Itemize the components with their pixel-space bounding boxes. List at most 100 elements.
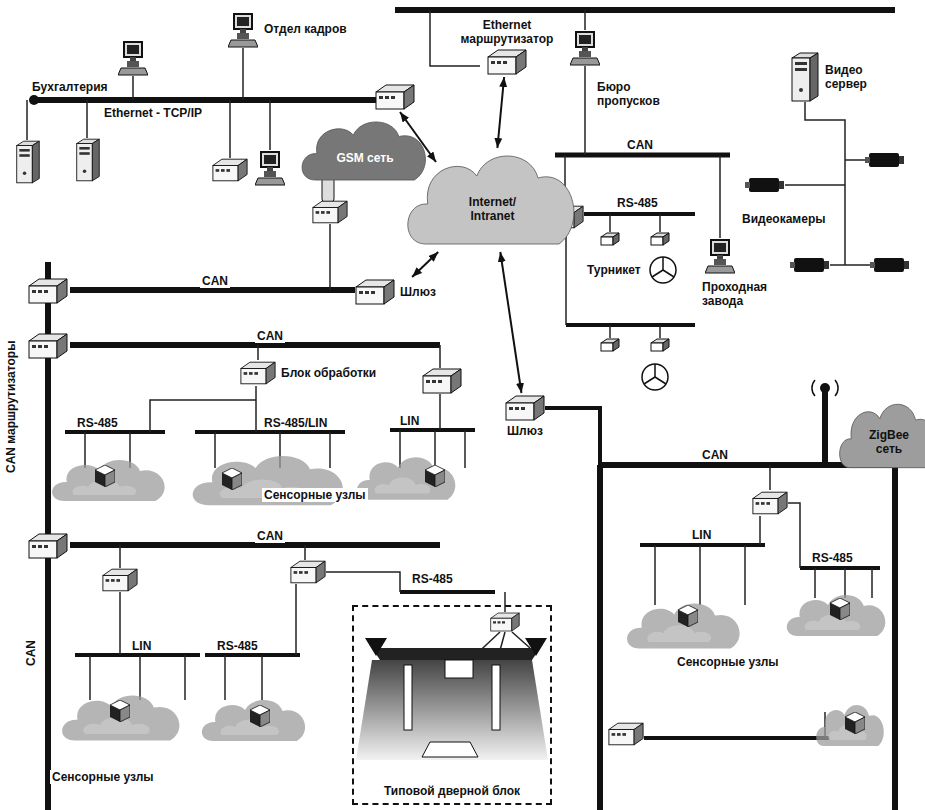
diagram-graphic: [822, 392, 828, 465]
diagram-graphic: [699, 545, 701, 605]
diagram-graphic: [845, 264, 870, 266]
diagram-graphic: [304, 545, 306, 560]
processing-unit-icon: [240, 360, 276, 386]
diagram-graphic: [195, 430, 345, 434]
diagram-graphic: [329, 224, 331, 290]
wires: [27, 10, 872, 738]
diagram-graphic: [228, 14, 258, 47]
diagram-graphic: [242, 48, 244, 100]
diagram-graphic: [77, 139, 100, 181]
diagram-graphic: [222, 468, 242, 490]
node-text: ZigBee сеть: [864, 428, 914, 456]
diagram-graphic: [871, 568, 873, 598]
diagram-graphic: [654, 545, 656, 605]
node-text: Шлюз: [398, 285, 438, 299]
bus-end: [29, 95, 39, 105]
diagram-graphic: [820, 383, 830, 393]
diagram-graphic: [29, 334, 67, 358]
diagram-graphic: [814, 568, 816, 598]
diagram-graphic: [250, 705, 270, 727]
ethernet-router-icon-shape: [488, 50, 526, 74]
diagram-graphic: [213, 159, 247, 181]
diagram-graphic: [678, 605, 698, 627]
diagram-graphic: [640, 543, 765, 547]
zigbee-cloud-outline: [840, 404, 925, 467]
diagram-graphic: [830, 264, 845, 266]
bus-label: Турникет: [585, 263, 643, 277]
bus-label: RS-485: [615, 196, 660, 210]
node-text: Видео сервер: [823, 63, 885, 91]
bus-label: LIN: [690, 528, 713, 542]
diagram-graphic: [790, 258, 829, 272]
diagram-graphic: [356, 660, 548, 760]
diagram-graphic: [659, 325, 661, 338]
diagram-graphic: [745, 178, 784, 192]
diagram-graphic: [769, 465, 771, 490]
diagram-graphic: [313, 201, 347, 223]
diagram-graphic: [492, 665, 500, 730]
diagram-graphic: [422, 742, 478, 757]
door-block: Типовой дверной блок: [352, 605, 552, 805]
internet-cloud-outline: [408, 156, 574, 244]
diagram-graphic: [609, 325, 611, 338]
diagram-graphic: [32, 97, 380, 103]
diagram-graphic: [545, 408, 600, 465]
gsm-cloud: GSM сеть: [300, 118, 430, 184]
diagram-graphic: [785, 184, 845, 186]
vertical-bus-label: CAN: [24, 638, 38, 668]
diagram-graphic: [787, 595, 886, 636]
diagram-graphic: [329, 432, 331, 468]
diagram-graphic: [84, 432, 86, 468]
diagram-graphic: [214, 432, 216, 468]
diagram-graphic: [650, 257, 676, 283]
bus-label: CAN: [625, 138, 655, 152]
diagram-graphic: [597, 465, 603, 810]
diagram-graphic: [184, 655, 186, 700]
diagram-graphic: [812, 380, 838, 396]
diagram-graphic: [118, 42, 148, 75]
diagram-graphic: [719, 155, 721, 238]
node-text: Типовой дверной блок: [381, 784, 523, 798]
processing-unit: Блок обработки: [240, 360, 378, 386]
diagram-graphic: [601, 233, 619, 245]
device-icons: [17, 14, 909, 745]
diagram-graphic: [627, 603, 740, 648]
bus-label: RS-485: [215, 639, 260, 653]
diagram-graphic: [110, 700, 130, 722]
diagram-graphic: [805, 102, 845, 265]
diagram-graphic: [400, 590, 495, 594]
diagram-graphic: [103, 569, 137, 591]
bus-label: CAN: [255, 329, 285, 343]
node-text: Ethernet маршрутизатор: [455, 18, 559, 46]
zigbee-antenna: [812, 380, 838, 465]
gsm-cloud-outline: [302, 122, 425, 180]
gateway: Шлюз: [355, 279, 438, 305]
gateway-icon-shape: [506, 396, 544, 420]
bus-label: RS-485/LIN: [262, 416, 329, 430]
diagram-graphic: [269, 100, 271, 150]
diagram-graphic: [255, 386, 257, 432]
diagram-graphic: [224, 655, 226, 700]
diagram-graphic: [753, 492, 787, 514]
bus-label: CAN: [700, 448, 730, 462]
diagram-graphic: [644, 736, 830, 740]
bus-label: RS-485: [75, 416, 120, 430]
door-frame: [356, 638, 548, 760]
diagram-graphic: [759, 516, 761, 545]
bus-lines: [32, 10, 895, 810]
diagram-graphic: [52, 460, 165, 501]
diagram-graphic: [584, 212, 695, 216]
double-arrow-connector: [500, 252, 521, 393]
bus-label: Бюро пропусков: [595, 80, 674, 108]
diagram-graphic: [651, 233, 669, 245]
diagram-graphic: [257, 345, 259, 360]
bus-label: LIN: [130, 639, 153, 653]
diagram-graphic: [659, 214, 661, 232]
bus-label: Бухгалтерия: [30, 80, 110, 94]
diagram-graphic: [555, 153, 730, 158]
video-server-icon: [790, 52, 820, 102]
diagram-graphic: [525, 638, 547, 656]
diagram-graphic: [800, 566, 880, 570]
